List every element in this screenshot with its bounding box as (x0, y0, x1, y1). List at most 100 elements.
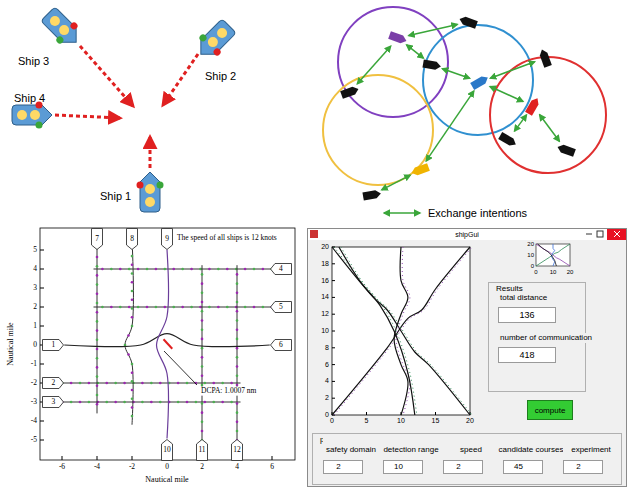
tick-label: 8 (325, 344, 329, 352)
ship-label: Ship 1 (100, 190, 131, 202)
position-dot (110, 306, 113, 309)
ship-symbol (538, 48, 552, 68)
tick-label: 0 (325, 411, 329, 419)
ship-number: 7 (95, 235, 99, 243)
position-dot (236, 338, 239, 341)
position-dot (212, 401, 215, 404)
ship-symbol (458, 15, 478, 29)
tick-label: -6 (59, 463, 65, 472)
position-dot (236, 282, 239, 285)
position-dot (204, 401, 207, 404)
label-holder: 14 (321, 293, 329, 301)
position-dot (236, 347, 239, 350)
position-dot (96, 283, 99, 286)
position-dot (236, 301, 239, 304)
shape (92, 228, 103, 249)
position-dot (131, 380, 134, 383)
group-box: Resultstotal distance136number of commun… (488, 282, 586, 392)
position-dot (217, 306, 220, 309)
ship-drawing (40, 6, 84, 50)
position-dot (96, 394, 99, 397)
position-dot (208, 306, 211, 309)
button-label: compute (535, 406, 566, 415)
tick-label: 4 (325, 377, 329, 385)
position-dot (201, 319, 204, 322)
shape (475, 465, 481, 469)
shape (191, 16, 238, 63)
shape (270, 302, 291, 313)
maximize-control (597, 231, 603, 237)
tick-label: 3 (33, 284, 37, 293)
position-dot (150, 401, 153, 404)
dropdown-value: 2 (323, 460, 363, 474)
tick-label: 6 (325, 361, 329, 369)
label-holder: 2 (33, 303, 37, 312)
position-dot (79, 401, 82, 404)
shape (137, 172, 164, 212)
position-dot (230, 401, 233, 404)
result-field: number of communication418 (493, 332, 581, 369)
close-mark (614, 231, 620, 237)
intention-arrow (490, 87, 523, 102)
tick-label: 10 (321, 327, 329, 335)
position-dot (199, 306, 202, 309)
position-dot (131, 290, 134, 293)
position-dot (201, 365, 204, 368)
parameter-dropdown: experiment2 (558, 441, 614, 480)
tick (40, 288, 44, 289)
label-holder: -6 (59, 463, 65, 472)
position-dot (96, 311, 99, 314)
position-dot (150, 382, 153, 385)
position-dot (236, 273, 239, 276)
ship-number: 11 (198, 446, 205, 454)
tick-label: 2 (325, 394, 329, 402)
position-dot (96, 375, 99, 378)
detection-circle (490, 57, 606, 173)
label-holder: -2 (31, 379, 37, 388)
position-dot (131, 316, 134, 319)
intention-arrow (426, 91, 474, 161)
mini-trajectory (551, 244, 554, 266)
ship-symbol (362, 189, 381, 200)
position-dot (131, 389, 134, 392)
tick (435, 412, 436, 415)
ship-marker: 8 (126, 228, 138, 250)
shape (270, 264, 291, 275)
ship-marker: 12 (231, 439, 243, 461)
position-dot (119, 268, 122, 271)
ship-icon: Ship 2 (190, 15, 250, 83)
tick-label: 6 (270, 463, 274, 472)
position-dot (70, 382, 73, 385)
position-dot (201, 347, 204, 350)
position-dot (131, 415, 134, 418)
position-dot (177, 401, 180, 404)
deck-mark (17, 110, 27, 120)
position-dot (236, 430, 239, 433)
position-dot (230, 382, 233, 385)
shape (415, 465, 421, 469)
mini-trajectory (538, 244, 557, 266)
tick (62, 456, 63, 460)
position-dot (186, 401, 189, 404)
tick-label: 4 (33, 265, 37, 274)
position-dot (236, 411, 239, 414)
tick-label: 5 (33, 246, 37, 255)
position-dot (96, 293, 99, 296)
dcpa-segment (164, 339, 173, 349)
position-dot (131, 363, 134, 366)
starboard-light (55, 35, 65, 45)
position-dot (244, 306, 247, 309)
starboard-light (198, 33, 208, 43)
detection-circle (323, 75, 433, 185)
tick-label: 0 (165, 463, 169, 472)
position-dot (217, 268, 220, 271)
position-dot (201, 273, 204, 276)
ship-number: 3 (51, 398, 55, 406)
ship-marker: 4 (270, 263, 292, 275)
position-dot (131, 325, 134, 328)
tick-label: 2 (33, 303, 37, 312)
tick (332, 331, 335, 332)
field-label: safety domain (323, 435, 379, 455)
label-holder: 20 (466, 417, 474, 425)
position-dot (119, 306, 122, 309)
